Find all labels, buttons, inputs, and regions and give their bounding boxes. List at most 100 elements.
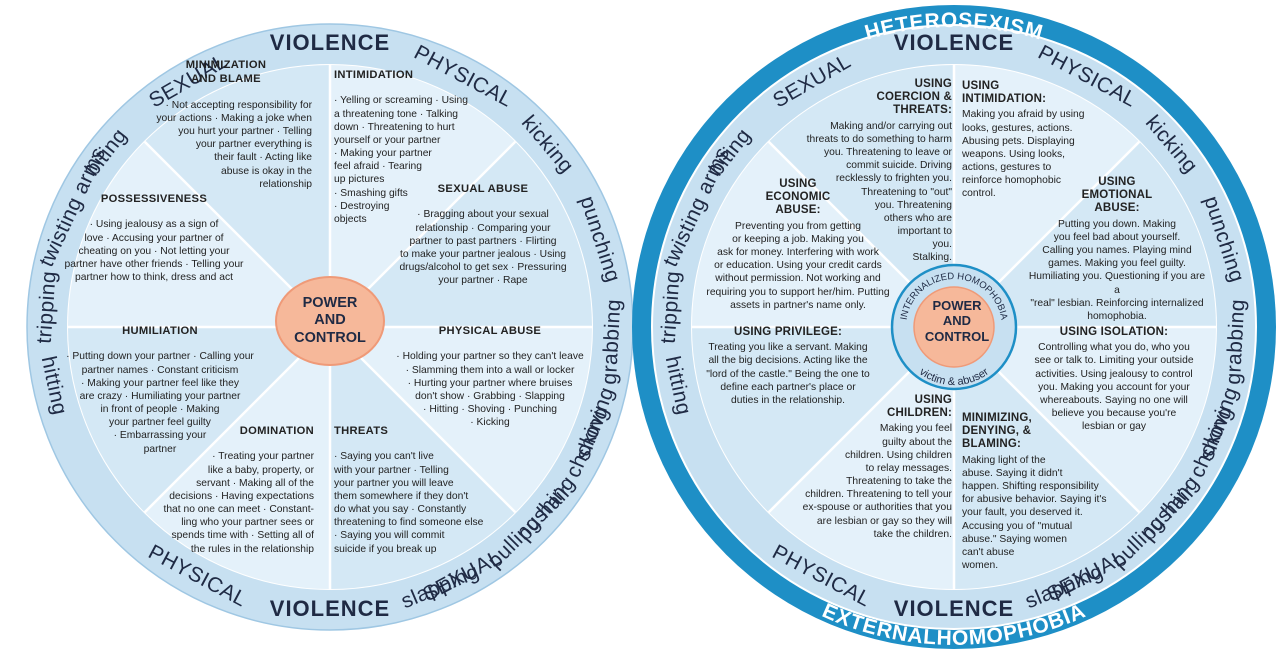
section-title-line: DENYING, &: [962, 425, 1032, 438]
section-title-line: USING: [779, 178, 817, 190]
section-intimidation: INTIMIDATION · Yelling or screaming · Usi…: [334, 68, 494, 226]
section-line: games. Making you feel guilty.: [1048, 258, 1186, 270]
section-line: you. Making you account for your: [1038, 381, 1190, 393]
section-line: your partner you will leave: [334, 477, 454, 489]
wedge: [692, 141, 954, 327]
section-line: Humiliating you. Questioning if you are …: [1028, 271, 1206, 296]
rim-word: tripping: [657, 270, 685, 344]
section-line: · Hurting your partner where bruises: [407, 377, 573, 389]
section-line: others who are: [883, 212, 952, 224]
section-line: Making and/or carrying out: [830, 120, 952, 132]
section-line: you hurt your partner · Telling: [178, 126, 312, 137]
section-line: children. Threatening to tell your: [805, 489, 952, 501]
left-hub-line-3: CONTROL: [294, 329, 366, 346]
section-title-line: MINIMIZATION: [185, 59, 267, 71]
section-line: children. Using children: [844, 449, 952, 461]
section-title-line: MINIMIZING,: [962, 412, 1032, 424]
section-line: abuse. Saying it didn't: [962, 467, 1063, 479]
section-line: like a baby, property, or: [207, 464, 314, 476]
section-title-line: INTIMIDATION:: [962, 93, 1047, 106]
section-line: partner how to think, dress and act: [75, 272, 233, 284]
section-line: define each partner's place or: [720, 381, 856, 393]
section-line: Putting you down. Making: [1058, 218, 1176, 230]
section-line: · Slamming them into a wall or locker: [405, 364, 575, 376]
wedge: [692, 327, 954, 513]
left-hub: POWER AND CONTROL: [275, 276, 385, 366]
wedge: [954, 327, 1140, 589]
section-physical-abuse: PHYSICAL ABUSE· Holding your partner so …: [378, 324, 602, 429]
section-line: · Embarrassing your: [113, 430, 207, 442]
section-line: cheating on you · Not letting your: [78, 245, 230, 257]
section-line: partner have other friends · Telling you…: [64, 258, 244, 270]
right-hub-text: POWER AND CONTROL: [900, 298, 1014, 344]
section-title: INTIMIDATION: [334, 68, 494, 82]
section-line: · Putting down your partner · Calling yo…: [66, 351, 254, 363]
section-line: are lesbian or gay so they will: [816, 515, 952, 527]
section-line: you. Threatening: [874, 199, 952, 211]
rim-word: grabbing: [598, 298, 625, 385]
section-line: relationship: [259, 178, 312, 190]
section-line: partner to past partners · Flirting: [409, 235, 557, 247]
section-line: actions, gestures to: [962, 162, 1052, 174]
section-title-line: USING: [962, 80, 1000, 92]
right-wedges: [692, 65, 1216, 589]
section-line: · Making your partner: [334, 148, 432, 160]
section-title-line: USING: [1098, 176, 1136, 188]
section-line: activities. Using jealousy to control: [1035, 368, 1193, 380]
section-line: Accusing you of "mutual: [962, 520, 1073, 532]
rim-word: VIOLENCE: [270, 30, 390, 55]
section-title-line: POSSESSIVENESS: [100, 193, 208, 205]
section-line: objects: [334, 213, 367, 225]
section-line: see or talk to. Limiting your outside: [1034, 355, 1194, 367]
right-hub-line-1: POWER: [932, 298, 982, 313]
section-line: duties in the relationship.: [731, 394, 845, 406]
section-line: ask for money. Interfering with work: [717, 247, 879, 258]
section-line: do what you say · Constantly: [334, 504, 467, 516]
section-line: threats to do something to harm: [806, 133, 952, 145]
section-line: · Treating your partner: [212, 451, 314, 463]
section-line: take the children.: [873, 528, 952, 540]
section-line: lesbian or gay: [1081, 421, 1147, 433]
section-line: don't show · Grabbing · Slapping: [415, 390, 565, 402]
wedge: [144, 327, 330, 589]
section-line: servant · Making all of the: [196, 477, 314, 489]
section-line: your fault, you deserved it.: [962, 507, 1083, 519]
right-wheel: INTERNALIZED HOMOPHOBIA victim & abuser …: [632, 5, 1276, 650]
section-line: a threatening tone · Talking: [334, 108, 459, 120]
section-title-line: EMOTIONAL: [1081, 189, 1153, 202]
rim-word: tripping: [33, 270, 61, 344]
section-line: or education. Using your credit cards: [714, 260, 882, 272]
section-title-line: USING: [914, 394, 952, 406]
section-line: women.: [962, 560, 999, 572]
section-line: yourself or your partner: [334, 134, 441, 146]
section-line: Treating you like a servant. Making: [708, 342, 868, 354]
section-line: up pictures: [334, 174, 385, 186]
section-title: HUMILIATION: [44, 324, 276, 338]
wedge: [68, 141, 330, 327]
section-body: · Holding your partner so they can't lea…: [378, 350, 602, 429]
section-line: "lord of the castle." Being the one to: [706, 368, 870, 380]
section-line: drugs/alcohol to get sex · Pressuring: [399, 262, 567, 274]
section-line: ex-spouse or authorities that you: [802, 502, 952, 514]
section-line: relationship · Comparing your: [415, 222, 551, 234]
section-line: · Saying you can't live: [334, 451, 434, 463]
